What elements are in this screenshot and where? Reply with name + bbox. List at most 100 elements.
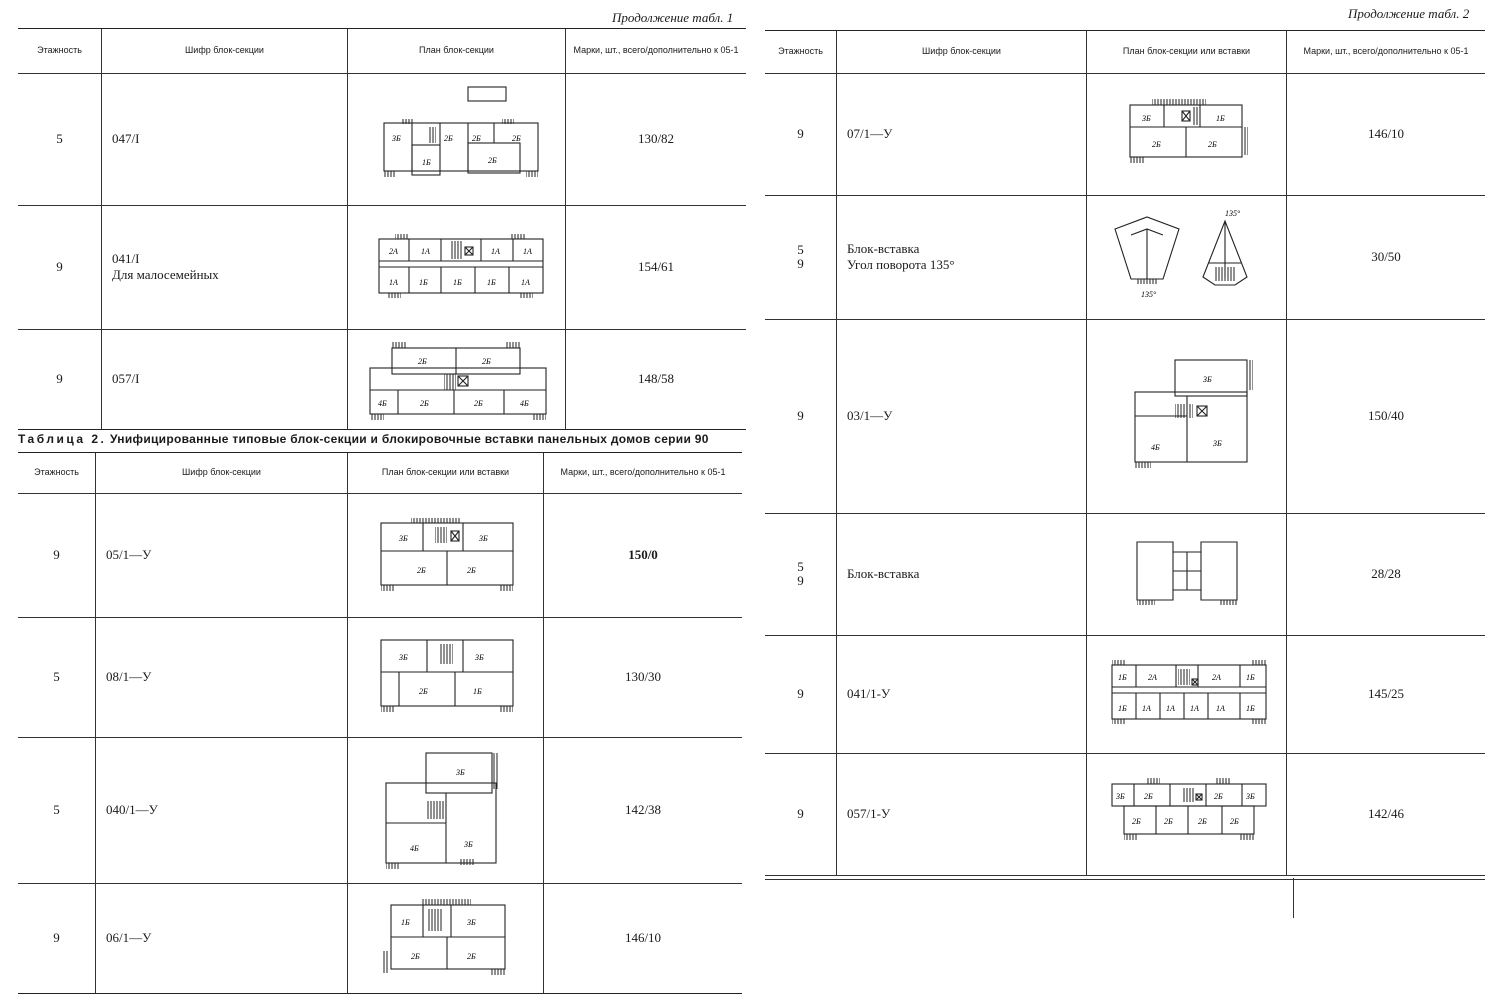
floor-plan-drawing: 2А 1А 1А 1А 1А 1Б 1Б 1Б 1А (377, 234, 544, 298)
room-label: 3Б (1212, 439, 1222, 448)
marks-cell: 130/30 (624, 669, 662, 684)
floors-cell: 5 (18, 617, 96, 737)
room-label: 1А (1190, 704, 1199, 713)
room-label: 1Б (419, 278, 428, 287)
table-header-row: Этажность Шифр блок-секции План блок-сек… (18, 29, 746, 74)
room-label: 2Б (418, 357, 427, 366)
marks-cell: 145/25 (1367, 686, 1405, 701)
floor-plan-drawing: 1Б 3Б 2Б 2Б (382, 899, 506, 975)
room-label: 3Б (398, 653, 408, 662)
room-label: 3Б (391, 134, 401, 143)
table-row: 9 057/1-У 3Б 2Б 2Б (765, 753, 1485, 876)
code-cell: 05/1—У (96, 493, 348, 617)
section-code: 041/I (112, 251, 140, 267)
room-label: 1Б (453, 278, 462, 287)
room-label: 1Б (422, 158, 431, 167)
floor-plan-drawing: 3Б 3Б 2Б 1Б (379, 639, 514, 712)
column-header-plan: План блок-секции (348, 29, 566, 73)
room-label: 1А (389, 278, 398, 287)
column-header-floors: Этажность (18, 29, 102, 73)
section-code: Блок-вставка (847, 566, 920, 582)
column-rule (1293, 878, 1294, 918)
room-label: 2А (1148, 673, 1157, 682)
floors-cell: 5 (18, 737, 96, 883)
room-label: 2Б (474, 399, 483, 408)
room-label: 2Б (1164, 817, 1173, 826)
table-row: 9 057/I 2Б 2Б (18, 329, 746, 429)
marks-cell: 146/10 (624, 930, 662, 945)
room-label: 2Б (1198, 817, 1207, 826)
code-cell: 06/1—У (96, 883, 348, 993)
room-label: 3Б (463, 840, 473, 849)
code-cell: 057/1-У (837, 753, 1087, 875)
room-label: 3Б (398, 534, 408, 543)
continuation-header-left: Продолжение табл. 1 (612, 10, 734, 25)
room-label: 3Б (466, 918, 476, 927)
room-label: 1А (523, 247, 532, 256)
floor-plan-drawing: 135° 135° (1113, 209, 1248, 299)
section-code: 040/1—У (106, 802, 158, 818)
room-label: 3Б (1141, 114, 1151, 123)
section-code: 07/1—У (847, 126, 893, 142)
room-label: 2Б (444, 134, 453, 143)
room-label: 2Б (1208, 140, 1217, 149)
room-label: 2Б (488, 156, 497, 165)
table-row: 5 040/1—У 3Б 4Б 3Б 142/38 (18, 737, 742, 884)
table-2-title: Таблица 2. Унифицированные типовые блок-… (18, 432, 709, 446)
section-note: Для малосемейных (112, 267, 219, 282)
section-code: 05/1—У (106, 547, 152, 563)
column-header-floors: Этажность (765, 31, 837, 73)
room-label: 2Б (411, 952, 420, 961)
floor-plan-cell (1087, 513, 1287, 635)
column-header-code: Шифр блок-секции (96, 453, 348, 493)
room-label: 4Б (410, 844, 419, 853)
room-label: 1Б (473, 687, 482, 696)
room-label: 2Б (417, 566, 426, 575)
table-2-label: Таблица 2. (18, 432, 107, 446)
code-cell: 047/I (102, 73, 348, 205)
section-code: 057/1-У (847, 806, 891, 822)
floor-plan-cell: 1Б 2А 2А 1Б 1Б 1А 1А 1А 1А 1Б (1087, 635, 1287, 753)
section-code: 057/I (112, 371, 140, 387)
table-2-caption: Унифицированные типовые блок-секции и бл… (106, 432, 709, 446)
marks-cell: 130/82 (637, 131, 675, 146)
floors-cell: 9 (765, 753, 837, 875)
section-code: 047/I (112, 131, 140, 147)
floor-plan-drawing: 1Б 2А 2А 1Б 1Б 1А 1А 1А 1А 1Б (1110, 660, 1267, 724)
room-label: 1А (1166, 704, 1175, 713)
code-cell: Блок-вставка (837, 513, 1087, 635)
marks-cell: 150/0 (628, 547, 658, 562)
room-label: 2Б (420, 399, 429, 408)
code-cell: 041/1-У (837, 635, 1087, 753)
floors-cell: 5 (18, 73, 102, 205)
floor-plan-cell: 2Б 2Б 4Б 2Б 2Б 4Б (348, 329, 566, 429)
floors-cell: 5 9 (765, 513, 837, 635)
floors-cell: 9 (18, 329, 102, 429)
room-label: 2А (1212, 673, 1221, 682)
floor-plan-cell: 1Б 3Б 2Б 2Б (348, 883, 544, 993)
marks-cell: 150/40 (1367, 408, 1405, 423)
column-header-code: Шифр блок-секции (102, 29, 348, 73)
table-2: Этажность Шифр блок-секции План блок-сек… (18, 452, 742, 994)
column-header-code: Шифр блок-секции (837, 31, 1087, 73)
room-label: 2Б (512, 134, 521, 143)
room-label: 4Б (1151, 443, 1160, 452)
room-label: 2Б (482, 357, 491, 366)
floor-plan-drawing: 3Б 4Б 3Б (1133, 359, 1253, 468)
floors-cell: 9 (765, 319, 837, 513)
room-label: 1Б (1216, 114, 1225, 123)
continuation-header-right: Продолжение табл. 2 (1348, 6, 1470, 21)
room-label: 1А (1142, 704, 1151, 713)
table-row: 9 07/1—У 3Б 1Б 2Б 2Б 146/10 (765, 73, 1485, 196)
room-label: 1А (421, 247, 430, 256)
floor-plan-cell: 2А 1А 1А 1А 1А 1Б 1Б 1Б 1А (348, 205, 566, 329)
table-row: 9 03/1—У 3Б 4Б 3Б 150/40 (765, 319, 1485, 514)
room-label: 4Б (520, 399, 529, 408)
column-header-plan: План блок-секции или вставки (348, 453, 544, 493)
marks-cell: 30/50 (1371, 249, 1401, 264)
room-label: 1Б (1118, 673, 1127, 682)
column-header-floors: Этажность (18, 453, 96, 493)
room-label: 2Б (419, 687, 428, 696)
marks-cell: 146/10 (1367, 126, 1405, 141)
code-cell: 041/I Для малосемейных (102, 205, 348, 329)
